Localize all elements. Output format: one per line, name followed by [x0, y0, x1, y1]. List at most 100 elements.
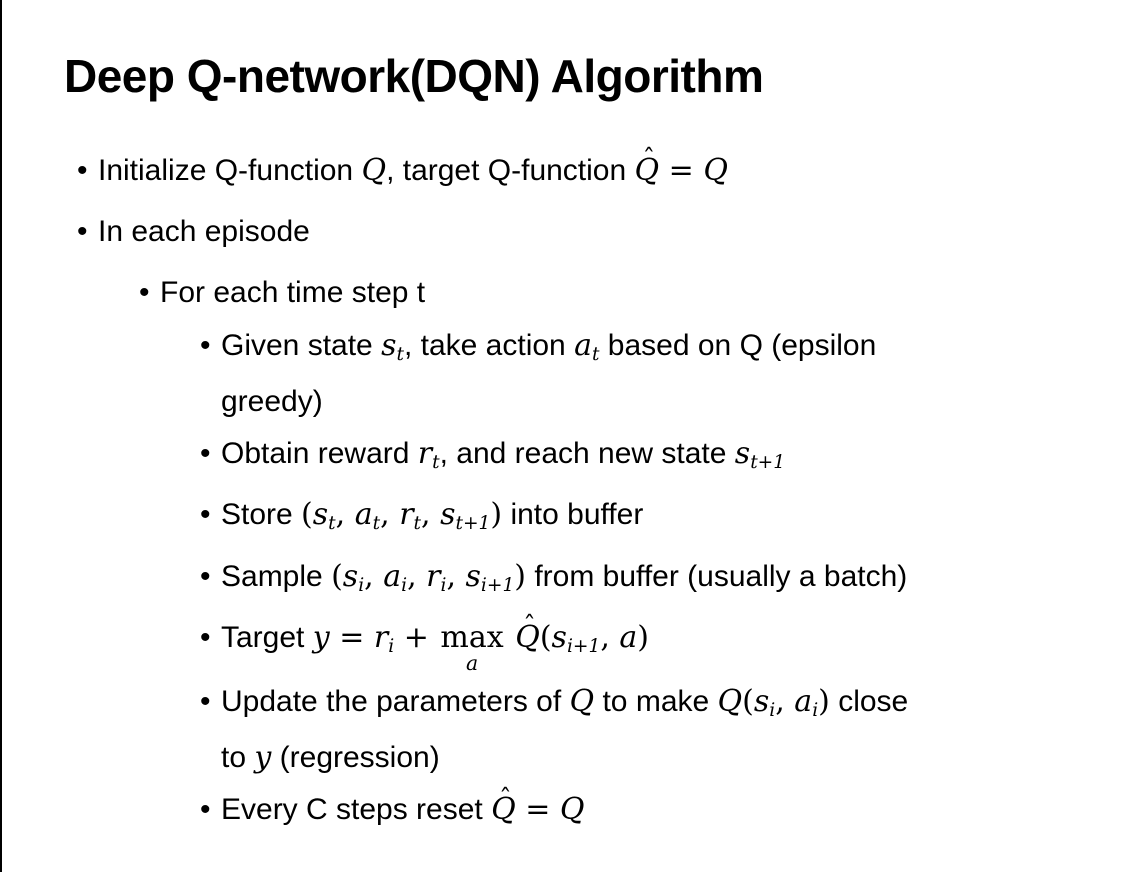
- list-item: •Given state st, take action at based on…: [200, 322, 1124, 425]
- text-run: based on Q (epsilon: [599, 328, 877, 362]
- bullet-marker: •: [200, 498, 211, 532]
- list-item: • Initialize Q-function Q, target Q-funct…: [77, 147, 1124, 194]
- math-run: si+1: [551, 619, 601, 657]
- bullet-marker: •: [200, 559, 211, 593]
- math-run: (: [539, 619, 552, 655]
- list-item-text: Given state st, take action at based on …: [221, 322, 1124, 425]
- text-run: , target Q-function: [386, 153, 635, 187]
- text-run: In each episode: [98, 214, 310, 248]
- math-run: y: [254, 740, 272, 776]
- bullet-marker: •: [200, 437, 211, 471]
- text-run: to: [221, 741, 255, 775]
- math-subscript: i+1: [480, 574, 515, 596]
- hat-accent: ˆ: [499, 783, 512, 814]
- math-run: Q: [703, 152, 728, 188]
- math-run: (: [331, 558, 343, 594]
- math-subscript: t+1: [455, 513, 491, 535]
- text-run: Every C steps reset: [221, 793, 492, 827]
- math-run: ri: [373, 619, 395, 657]
- math-subscript: t: [413, 513, 422, 535]
- list-item: • Store (st, at, rt, st+1) into buffer: [200, 491, 1124, 547]
- list-item-text: In each episode: [98, 208, 1124, 255]
- text-run: Obtain reward: [221, 437, 418, 471]
- text-run: to make: [594, 685, 718, 719]
- math-run: ,: [380, 497, 400, 533]
- list-item-text: For each time step t: [160, 269, 1124, 316]
- math-run: ): [818, 684, 830, 720]
- math-subscript: i: [358, 574, 365, 596]
- math-run: +: [394, 619, 439, 655]
- math-run: ri: [426, 558, 447, 596]
- bullet-list: • Initialize Q-function Q, target Q-funct…: [2, 147, 1124, 833]
- list-item-text: Update the parameters of Q to make Q(si,…: [221, 678, 1124, 781]
- math-run: Q: [361, 152, 387, 188]
- math-run: ,: [407, 558, 427, 594]
- bullet-marker: •: [200, 793, 211, 827]
- math-run: ,: [600, 619, 620, 655]
- bullet-marker: •: [77, 153, 88, 187]
- math-run: =: [515, 792, 560, 828]
- text-run: (regression): [271, 741, 440, 775]
- bullet-marker: •: [200, 620, 211, 654]
- list-item-text: Obtain reward rt, and reach new state st…: [221, 430, 1124, 486]
- math-subscript: t: [328, 513, 336, 535]
- math-run: st+1: [440, 497, 491, 535]
- bullet-marker: •: [200, 685, 211, 719]
- math-subscript: i+1: [566, 635, 601, 657]
- math-run: Q: [559, 792, 585, 828]
- math-run: st: [312, 497, 336, 535]
- list-item-text: Sample (si, ai, ri, si+1) from buffer (u…: [221, 553, 1124, 609]
- text-run: Store: [221, 498, 302, 532]
- math-subscript: t: [396, 344, 404, 366]
- math-subscript: i: [440, 574, 447, 596]
- math-subscript: t+1: [750, 452, 786, 474]
- math-run: ,: [446, 558, 466, 594]
- math-run: y: [312, 619, 330, 655]
- math-run: ,: [775, 684, 795, 720]
- math-run: ai: [794, 684, 819, 722]
- math-run: si: [753, 684, 776, 722]
- math-run: ,: [364, 558, 384, 594]
- math-run: rt: [417, 436, 440, 474]
- bullet-marker: •: [139, 275, 150, 309]
- math-subscript: t: [591, 344, 600, 366]
- math-run: st+1: [734, 436, 786, 474]
- math-run: ai: [383, 558, 408, 596]
- math-run: a: [619, 619, 638, 655]
- math-subscript: i: [812, 700, 819, 722]
- list-item: •In each episode: [77, 208, 1124, 255]
- list-item-text: Store (st, at, rt, st+1) into buffer: [221, 491, 1124, 547]
- math-run: at: [574, 327, 600, 366]
- math-run: ): [637, 619, 649, 655]
- math-run: st: [381, 327, 404, 366]
- list-item: • Sample (si, ai, ri, si+1) from buffer (…: [200, 553, 1124, 609]
- text-run: Given state: [221, 328, 382, 362]
- text-run: Update the parameters of: [221, 685, 570, 719]
- math-run: (: [301, 497, 313, 533]
- math-run: si+1: [465, 558, 515, 596]
- text-run: from buffer (usually a batch): [526, 559, 908, 593]
- math-subscript: i: [769, 700, 776, 722]
- math-run: ): [490, 497, 503, 533]
- math-subscript: i: [401, 574, 408, 596]
- list-item: • Obtain reward rt, and reach new state s…: [200, 430, 1124, 486]
- list-item: • For each time step t: [139, 269, 1124, 316]
- list-item: • Update the parameters of Q to make Q(si…: [200, 678, 1124, 781]
- slide-title: Deep Q-network(DQN) Algorithm: [64, 50, 764, 102]
- math-subscript: i: [388, 635, 395, 657]
- text-run: Target: [221, 620, 313, 654]
- math-run: =: [329, 619, 374, 655]
- math-run: at: [354, 497, 381, 535]
- math-run: ,: [421, 497, 441, 533]
- math-run: (: [742, 684, 754, 720]
- text-run: close: [829, 685, 909, 719]
- list-item-text: Initialize Q-function Q, target Q-functi…: [98, 147, 1124, 194]
- text-run: Sample: [221, 559, 332, 593]
